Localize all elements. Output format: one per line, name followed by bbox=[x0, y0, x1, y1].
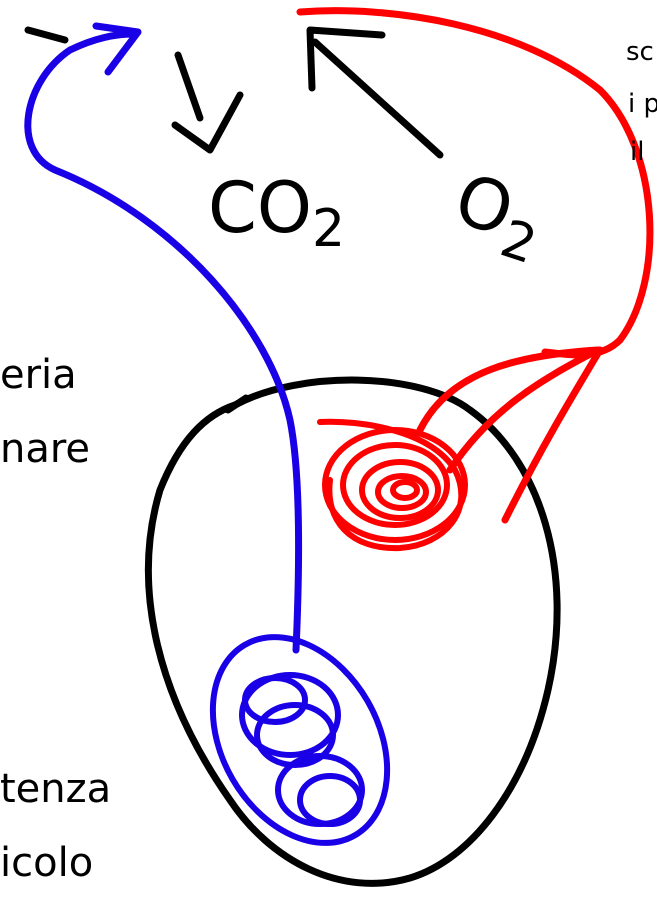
co2-arrow-shaft bbox=[178, 55, 200, 118]
left-label-4: icolo bbox=[0, 840, 93, 886]
o2-arrowhead bbox=[310, 30, 382, 88]
co2-sub: 2 bbox=[312, 199, 345, 259]
o2-arrow-shaft bbox=[315, 42, 440, 155]
top-left-dash bbox=[28, 30, 65, 40]
right-ventricle-coil bbox=[177, 606, 422, 875]
right-note-3: il bbox=[630, 137, 644, 167]
co2-arrowhead bbox=[175, 95, 240, 150]
left-label-3: tenza bbox=[0, 766, 111, 812]
right-note-1: sc bbox=[626, 37, 654, 67]
o2-label: O2 bbox=[441, 158, 555, 277]
deoxygenated-blood-path bbox=[28, 34, 299, 650]
left-label-2: nare bbox=[0, 426, 90, 472]
right-note-2: i p bbox=[628, 89, 657, 119]
co2-label: CO2 bbox=[208, 167, 345, 259]
left-label-1: eria bbox=[0, 352, 77, 398]
co2-main: CO bbox=[208, 167, 312, 249]
heart-outline-tick bbox=[228, 398, 246, 410]
left-atrium-coil bbox=[320, 422, 465, 548]
